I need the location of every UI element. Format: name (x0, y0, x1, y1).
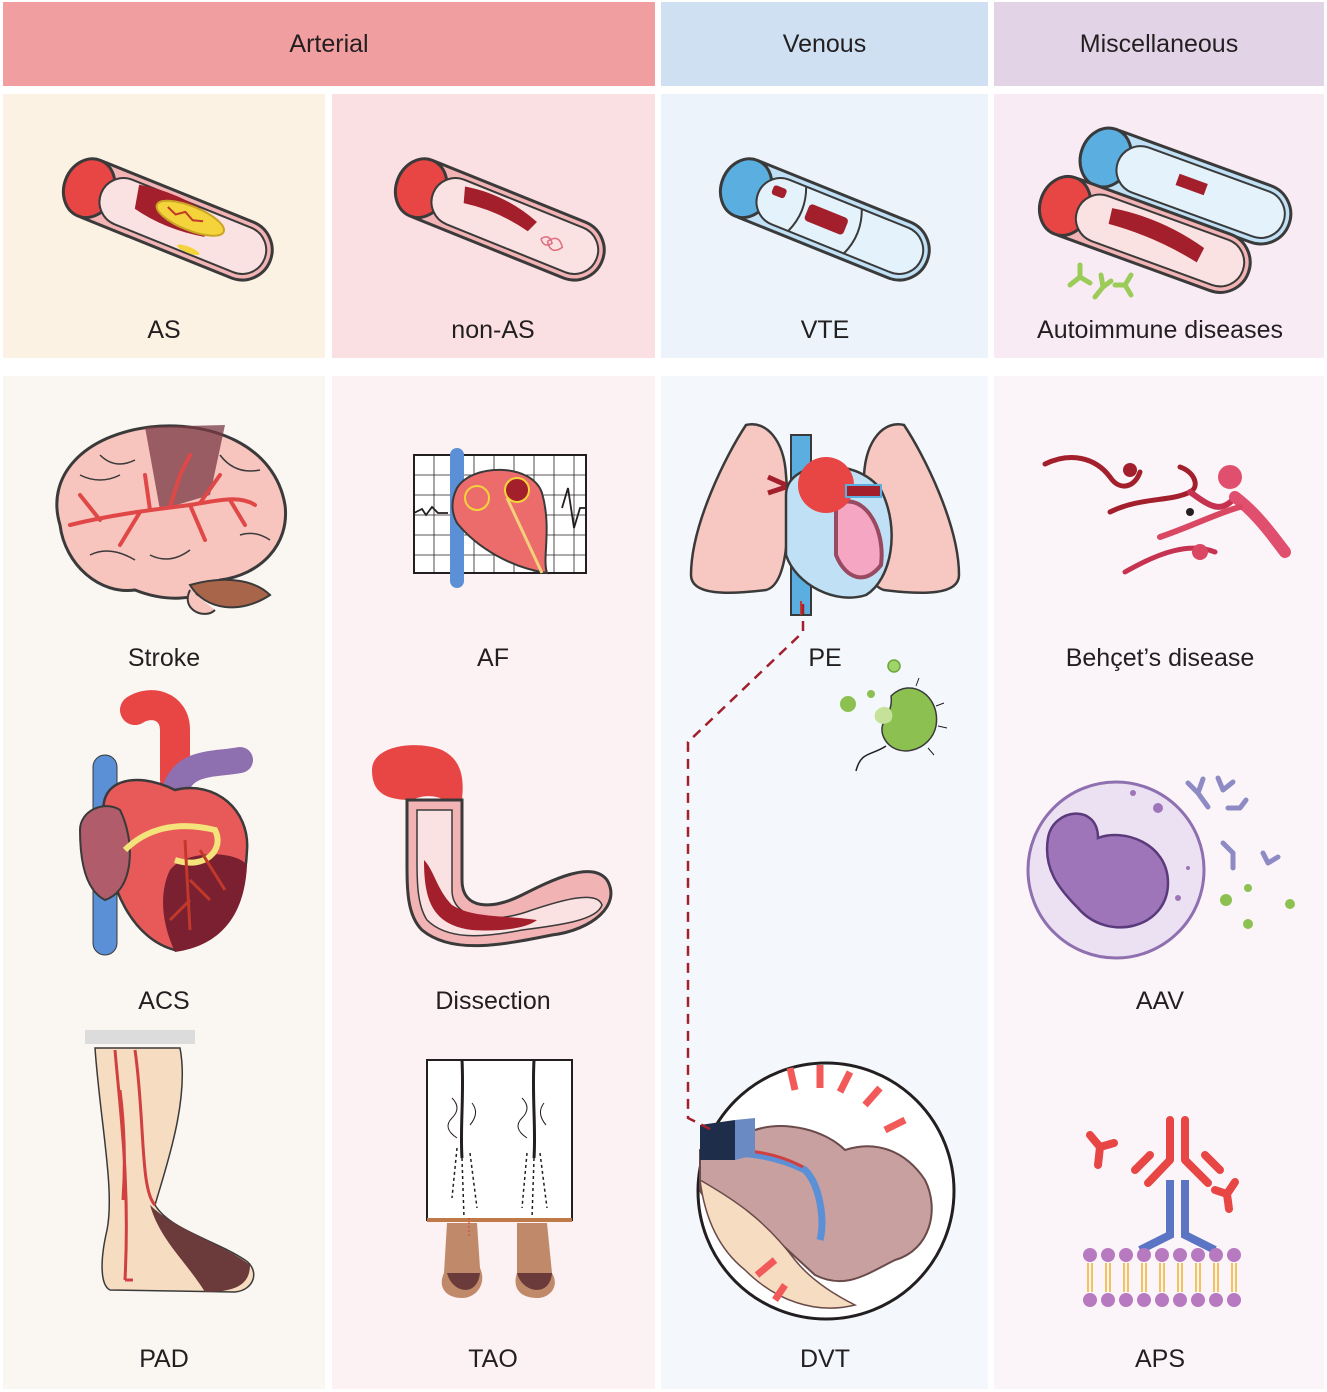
label-non-as: non-AS (451, 316, 535, 344)
label-behcet: Behçet’s disease (1065, 644, 1255, 672)
aneurysm-vessel-icon (1042, 455, 1291, 575)
leg-vein-icon (696, 1061, 956, 1321)
lungs-heart-icon (689, 422, 961, 616)
brain-icon (55, 424, 288, 615)
header-venous-label: Venous (782, 29, 867, 58)
label-dissection: Dissection (435, 987, 551, 1015)
label-tao: TAO (468, 1345, 518, 1373)
header-miscellaneous-label: Miscellaneous (1079, 29, 1239, 58)
header-venous: Venous (661, 2, 988, 86)
header-arterial-label: Arterial (289, 29, 369, 58)
bacterium-icon (840, 659, 948, 772)
dissected-aorta-icon (372, 745, 613, 948)
label-aps: APS (1134, 1345, 1186, 1373)
label-pad: PAD (139, 1345, 189, 1373)
label-dvt: DVT (800, 1345, 850, 1373)
antibody-membrane-icon (1083, 1116, 1241, 1307)
heart-icon (78, 690, 253, 956)
leg-icon (85, 1030, 255, 1293)
header-arterial: Arterial (3, 2, 655, 86)
label-af: AF (477, 644, 509, 672)
label-vte: VTE (800, 316, 850, 344)
vein-thrombus-icon (718, 157, 931, 282)
label-as: AS (147, 316, 181, 344)
non-atherosclerotic-artery-icon (393, 157, 606, 282)
label-stroke: Stroke (127, 644, 201, 672)
neutrophil-icon (1026, 775, 1295, 960)
label-acs: ACS (138, 987, 190, 1015)
feet-angiogram-icon (426, 1059, 573, 1298)
atherosclerotic-artery-icon (61, 157, 274, 282)
label-aav: AAV (1135, 987, 1185, 1015)
label-autoimmune: Autoimmune diseases (1037, 316, 1283, 344)
label-pe: PE (808, 644, 842, 672)
heart-ecg-icon (413, 448, 587, 588)
vessel-pair-antibody-icon (1037, 126, 1293, 300)
header-miscellaneous: Miscellaneous (994, 2, 1324, 86)
